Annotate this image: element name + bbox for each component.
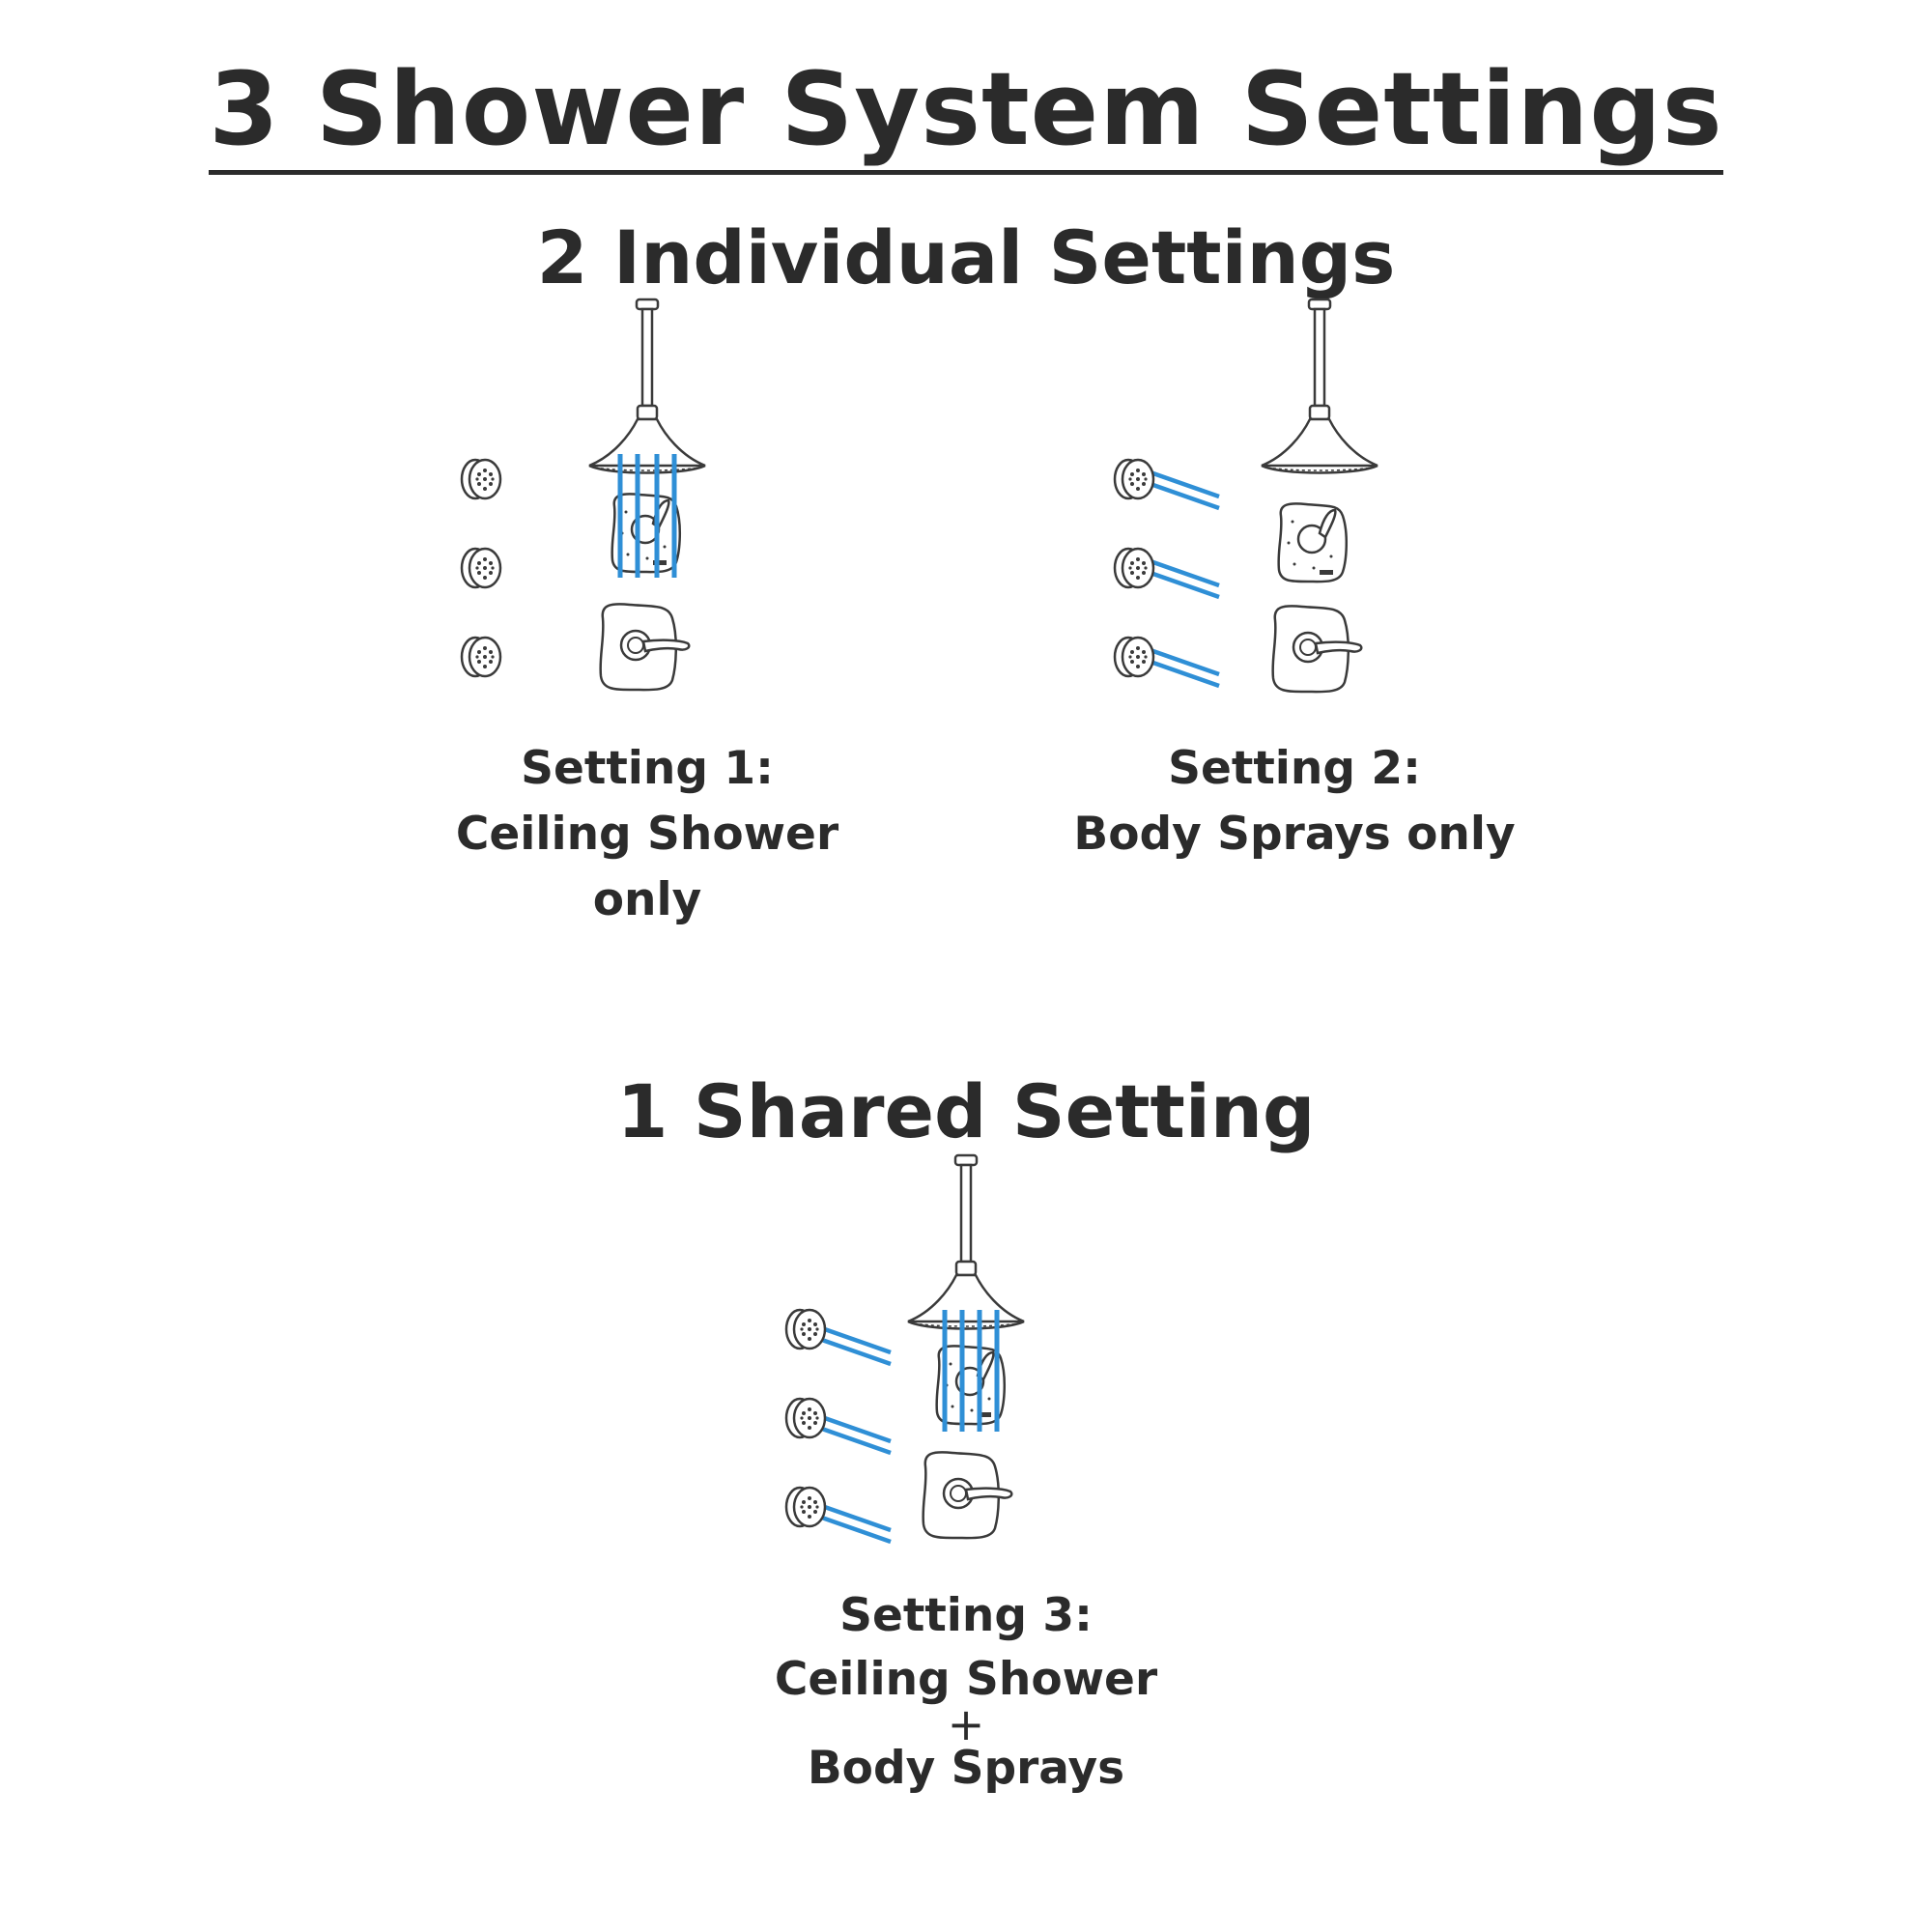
setting-2-label: Setting 2: <box>1168 742 1421 795</box>
setting-1-description: Ceiling Shower only <box>455 808 839 926</box>
body-spray-jet-icon <box>784 1308 827 1350</box>
setting-3-diagram <box>784 1153 1026 1545</box>
shower-valve-trim-icon <box>922 1451 1013 1540</box>
setting-3-label: Setting 3: <box>839 1589 1093 1642</box>
setting-3-caption: Setting 3: Ceiling Shower + Body Sprays <box>724 1584 1208 1801</box>
setting-2-description: Body Sprays only <box>1073 808 1516 861</box>
shower-valve-trim-icon <box>1271 605 1363 694</box>
setting-2-caption: Setting 2: Body Sprays only <box>1053 736 1536 867</box>
water-spray-vertical <box>617 454 677 578</box>
body-spray-jet-icon <box>1113 547 1155 589</box>
setting-3-description-line2: Body Sprays <box>807 1742 1125 1795</box>
shared-setting-heading: 1 Shared Setting <box>616 1068 1316 1154</box>
ceiling-shower-head-icon <box>1260 298 1379 474</box>
body-spray-jet-icon <box>460 547 502 589</box>
body-spray-jet-icon <box>784 1397 827 1439</box>
water-spray-diagonal <box>1147 469 1220 689</box>
setting-3-description-line1: Ceiling Shower <box>774 1653 1158 1706</box>
diverter-valve-icon <box>1277 502 1349 583</box>
water-spray-diagonal <box>818 1324 892 1545</box>
setting-1-label: Setting 1: <box>521 742 774 795</box>
setting-2-diagram <box>1113 298 1379 694</box>
setting-1-diagram <box>460 298 707 692</box>
individual-settings-heading: 2 Individual Settings <box>536 214 1396 300</box>
ceiling-shower-head-icon <box>906 1153 1026 1330</box>
body-spray-jet-icon <box>784 1486 827 1528</box>
body-spray-jet-icon <box>460 636 502 678</box>
setting-1-caption: Setting 1: Ceiling Shower only <box>406 736 889 933</box>
shower-valve-trim-icon <box>599 603 691 692</box>
ceiling-shower-head-icon <box>587 298 707 474</box>
water-spray-vertical <box>942 1310 1000 1432</box>
main-title-text: 3 Shower System Settings <box>209 50 1723 175</box>
body-spray-jet-icon <box>1113 458 1155 500</box>
main-title: 3 Shower System Settings <box>0 50 1932 175</box>
body-spray-jet-icon <box>460 458 502 500</box>
plus-sign: + <box>947 1698 985 1750</box>
body-spray-jet-icon <box>1113 636 1155 678</box>
